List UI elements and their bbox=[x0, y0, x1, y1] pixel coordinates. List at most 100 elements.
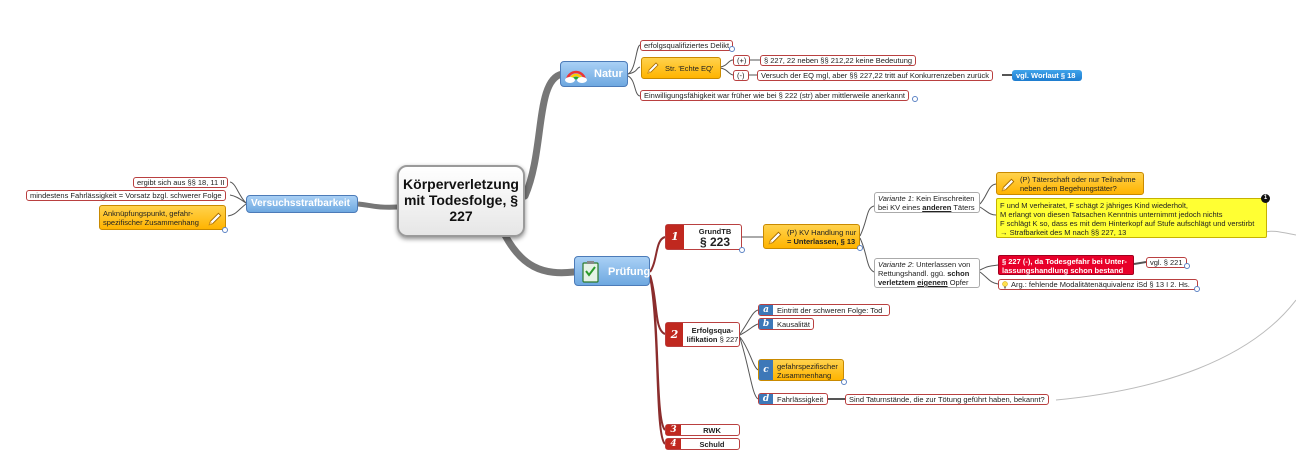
variante-2-pre: Rettungshandl. ggü. bbox=[878, 269, 948, 278]
collapse-dot-erfolgsqualifiziert[interactable] bbox=[729, 46, 735, 52]
variante-1-anderen: anderen bbox=[922, 203, 952, 212]
badge-letter-c: c bbox=[759, 360, 773, 380]
todesgefahr-line1: § 227 (-), da Todesgefahr bei Unter- bbox=[1002, 257, 1127, 266]
topic-pruefung[interactable]: Prüfung bbox=[574, 256, 650, 286]
topic-natur[interactable]: Natur bbox=[560, 61, 628, 87]
node-ergibt-sich[interactable]: ergibt sich aus §§ 18, 11 II bbox=[133, 177, 229, 188]
fallbeispiel-line2: M erlangt von diesen Tatsachen Kenntnis … bbox=[1000, 210, 1223, 219]
node-tatumstaende[interactable]: Sind Taturnstände, die zur Tötung geführ… bbox=[845, 394, 1049, 405]
variante-1-line1: Variante 1: Kein Einschreiten bbox=[878, 194, 976, 203]
collapse-dot-kv-handlung[interactable] bbox=[857, 245, 863, 251]
sub-a-text: Eintritt der schweren Folge: Tod bbox=[777, 306, 883, 315]
node-erfolgsqualifiziert[interactable]: erfolgsqualifiziertes Delikt bbox=[640, 40, 734, 51]
collapse-dot-arg[interactable] bbox=[1194, 286, 1200, 292]
grundtb-para: § 223 bbox=[699, 235, 731, 249]
variante-2-line2: Rettungshandl. ggü. schon bbox=[878, 269, 976, 278]
pencil-icon bbox=[647, 62, 659, 74]
badge-letter-d: d bbox=[759, 394, 773, 404]
node-variante-2[interactable]: Variante 2: Unterlassen von Rettungshand… bbox=[874, 258, 980, 288]
variante-1-rest: : Kein Einschreiten bbox=[911, 194, 975, 203]
erfolg-line2-text: lifikation bbox=[686, 335, 718, 344]
node-mindestens-fahrlaessigkeit[interactable]: mindestens Fahrlässigkeit = Vorsatz bzgl… bbox=[26, 190, 226, 201]
wortlaut-button[interactable]: vgl. Worlaut § 18 bbox=[1012, 70, 1082, 81]
collapse-dot-grundtb[interactable] bbox=[739, 247, 745, 253]
node-todesgefahr[interactable]: § 227 (-), da Todesgefahr bei Unter- las… bbox=[998, 255, 1134, 275]
central-topic-line1: Körperverletzung bbox=[403, 176, 519, 192]
sub-c-line1: gefahrspezifischer bbox=[777, 362, 838, 371]
badge-number-4: 4 bbox=[666, 439, 681, 449]
node-sub-a[interactable]: a Eintritt der schweren Folge: Tod bbox=[758, 304, 890, 316]
topic-natur-label: Natur bbox=[594, 68, 623, 80]
collapse-dot-vgl-221[interactable] bbox=[1184, 263, 1190, 269]
note-badge[interactable]: 1 bbox=[1261, 194, 1270, 203]
node-sub-b[interactable]: b Kausalität bbox=[758, 318, 814, 330]
anknuepfungspunkt-line1: Anknüpfungspunkt, gefahr- bbox=[103, 209, 194, 218]
badge-number-2: 2 bbox=[666, 323, 683, 346]
bulb-icon bbox=[1001, 281, 1009, 289]
variante-2-verletztem: verletztem bbox=[878, 278, 918, 287]
badge-number-1: 1 bbox=[666, 225, 684, 249]
node-fallbeispiel[interactable]: F und M verheiratet, F schägt 2 jähriges… bbox=[996, 194, 1270, 238]
fallbeispiel-line4: → Strafbarkeit des M nach §§ 227, 13 bbox=[1000, 228, 1127, 237]
grundtb-title: GrundTB bbox=[698, 227, 732, 236]
collapse-dot-anknuepfungspunkt[interactable] bbox=[222, 227, 228, 233]
sub-b-text: Kausalität bbox=[777, 320, 810, 329]
erfolg-line2: lifikation § 227 bbox=[686, 335, 739, 344]
taeterschaft-line2: neben dem Begehungstäter? bbox=[1020, 184, 1117, 193]
sub-d-text: Fahrlässigkeit bbox=[777, 395, 824, 404]
variante-2-rest: : Unterlassen von bbox=[911, 260, 971, 269]
node-einwilligung[interactable]: Einwilligungsfähigkeit war früher wie be… bbox=[640, 90, 909, 101]
arg-text: Arg.: fehlende Modalitätenäquivalenz iSd… bbox=[1011, 280, 1190, 289]
node-rwk[interactable]: 3 RWK bbox=[665, 424, 740, 436]
sub-c-line2: Zusammenhang bbox=[777, 371, 832, 380]
variante-1-head: Variante 1 bbox=[878, 194, 912, 203]
variante-2-line3: verletztem eigenem Opfer bbox=[878, 278, 976, 287]
badge-letter-b: b bbox=[759, 319, 773, 329]
variante-2-schon: schon bbox=[947, 269, 970, 278]
fallbeispiel-line3: F schlägt K so, dass es mit dem Hinterko… bbox=[1000, 219, 1255, 228]
node-anknuepfungspunkt[interactable]: Anknüpfungspunkt, gefahr- spezifischer Z… bbox=[99, 205, 226, 230]
todesgefahr-line2: lassungshandlung schon bestand bbox=[1002, 266, 1124, 275]
node-minus[interactable]: (-) bbox=[733, 70, 749, 81]
variante-2-post: Opfer bbox=[947, 278, 969, 287]
central-topic-line3: 227 bbox=[449, 208, 473, 224]
node-str-echte-eq[interactable]: Str. 'Echte EQ' bbox=[641, 57, 721, 79]
topic-pruefung-label: Prüfung bbox=[608, 266, 651, 278]
node-taeterschaft[interactable]: (P) Täterschaft oder nur Teilnahme neben… bbox=[996, 172, 1144, 195]
badge-number-3: 3 bbox=[666, 425, 681, 435]
erfolg-para: § 227 bbox=[719, 335, 739, 344]
central-topic[interactable]: Körperverletzung mit Todesfolge, § 227 bbox=[397, 165, 525, 237]
node-grundtb[interactable]: 1 GrundTB § 223 bbox=[665, 224, 742, 250]
node-arg[interactable]: Arg.: fehlende Modalitätenäquivalenz iSd… bbox=[998, 279, 1198, 290]
kv-handlung-line1: (P) KV Handlung nur bbox=[787, 228, 857, 237]
node-kv-handlung[interactable]: (P) KV Handlung nur = Unterlassen, § 13 bbox=[763, 224, 860, 249]
variante-2-head: Variante 2 bbox=[878, 260, 912, 269]
central-topic-line2: mit Todesfolge, § bbox=[403, 192, 519, 208]
variante-2-line1: Variante 2: Unterlassen von bbox=[878, 260, 976, 269]
checklist-icon bbox=[581, 260, 601, 284]
rwk-text: RWK bbox=[703, 426, 721, 435]
node-variante-1[interactable]: Variante 1: Kein Einschreiten bei KV ein… bbox=[874, 192, 980, 213]
anknuepfungspunkt-line2: spezifischer Zusammenhang bbox=[103, 218, 199, 227]
schuld-text: Schuld bbox=[699, 440, 725, 449]
node-sub-c[interactable]: c gefahrspezifischer Zusammenhang bbox=[758, 359, 844, 381]
node-vgl-221[interactable]: vgl. § 221 bbox=[1146, 257, 1187, 268]
pencil-icon bbox=[768, 231, 782, 245]
collapse-dot-einwilligung[interactable] bbox=[912, 96, 918, 102]
node-plus[interactable]: (+) bbox=[733, 55, 751, 66]
variante-1-line2: bei KV eines anderen Täters bbox=[878, 203, 976, 212]
pencil-icon bbox=[208, 212, 222, 226]
node-schuld[interactable]: 4 Schuld bbox=[665, 438, 740, 450]
topic-versuchsstrafbarkeit[interactable]: Versuchsstrafbarkeit bbox=[246, 195, 358, 213]
node-erfolgsqualifikation[interactable]: 2 Erfolgsqua- lifikation § 227 bbox=[665, 322, 740, 347]
str-echte-eq-label: Str. 'Echte EQ' bbox=[665, 64, 714, 73]
node-plus-text[interactable]: § 227, 22 neben §§ 212,22 keine Bedeutun… bbox=[760, 55, 917, 66]
node-sub-d[interactable]: d Fahrlässigkeit bbox=[758, 393, 828, 405]
node-minus-text[interactable]: Versuch der EQ mgl, aber §§ 227,22 tritt… bbox=[757, 70, 994, 81]
erfolg-line1: Erfolgsqua- bbox=[691, 326, 734, 335]
variante-2-eigenem: eigenem bbox=[917, 278, 948, 287]
collapse-dot-sub-c[interactable] bbox=[841, 379, 847, 385]
fallbeispiel-line1: F und M verheiratet, F schägt 2 jähriges… bbox=[1000, 201, 1189, 210]
taeterschaft-line1: (P) Täterschaft oder nur Teilnahme bbox=[1020, 175, 1136, 184]
